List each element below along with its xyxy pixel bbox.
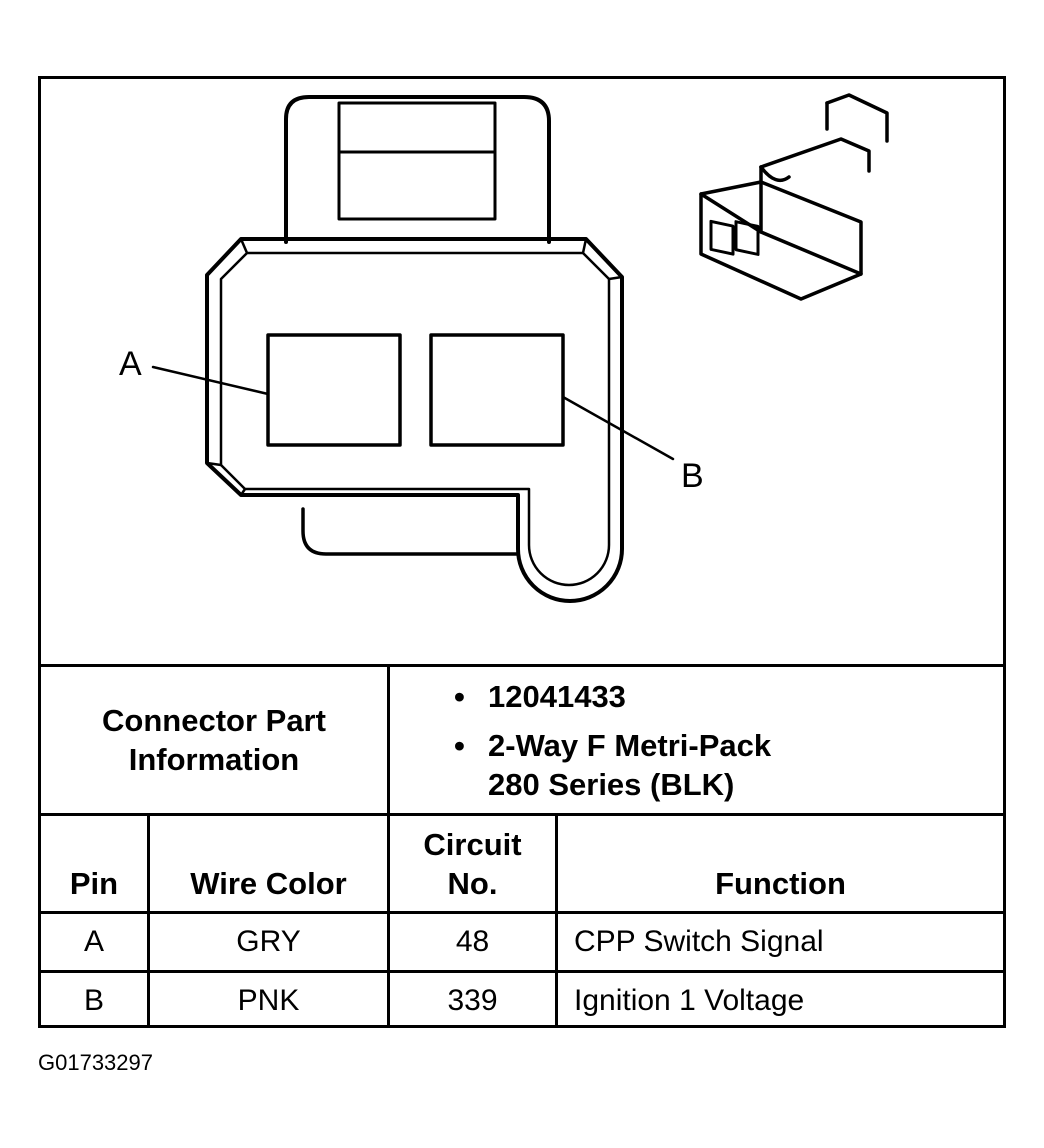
connector-frame: A B Connector Part Information • 1204143… bbox=[38, 76, 1006, 1028]
table-row-pin: B bbox=[83, 983, 104, 1017]
table-row-circuit-no: 339 bbox=[447, 983, 498, 1017]
divider bbox=[41, 970, 1003, 973]
list-item: • 2-Way F Metri-Pack 280 Series (BLK) bbox=[390, 726, 1003, 804]
table-row-pin: A bbox=[83, 925, 104, 958]
list-item: • 12041433 bbox=[390, 677, 1003, 716]
connector-description: 2-Way F Metri-Pack 280 Series (BLK) bbox=[488, 727, 772, 802]
divider bbox=[41, 664, 1003, 667]
divider bbox=[555, 813, 558, 1028]
connector-lock-window bbox=[337, 101, 497, 221]
connector-face-outline bbox=[205, 237, 624, 603]
header-wire-color: Wire Color bbox=[190, 866, 347, 901]
connector-drawing: A B bbox=[119, 93, 889, 603]
divider bbox=[387, 664, 390, 1028]
pin-b-leader bbox=[561, 395, 675, 461]
bullet-icon: • bbox=[454, 678, 465, 714]
pin-a-cavity bbox=[266, 333, 402, 447]
connector-info-list: • 12041433 • 2-Way F Metri-Pack 280 Seri… bbox=[390, 667, 1003, 813]
bullet-icon: • bbox=[454, 727, 465, 763]
callout-b-label: B bbox=[681, 457, 704, 495]
header-circuit-no: Circuit No. bbox=[423, 827, 522, 901]
divider bbox=[41, 813, 1003, 816]
connector-lock-tab bbox=[284, 95, 551, 244]
table-row-wire-color: PNK bbox=[237, 983, 300, 1017]
connector-info-label: Connector Part Information bbox=[102, 703, 326, 777]
table-row-function: CPP Switch Signal bbox=[574, 925, 824, 958]
table-row-function: Ignition 1 Voltage bbox=[574, 983, 805, 1017]
pin-a-leader bbox=[151, 365, 270, 396]
divider bbox=[147, 813, 150, 1028]
table-row-circuit-no: 48 bbox=[455, 925, 490, 958]
header-pin: Pin bbox=[69, 866, 119, 901]
header-function: Function bbox=[715, 866, 846, 901]
pin-b-cavity bbox=[429, 333, 565, 447]
connector-iso-icon bbox=[699, 93, 889, 301]
figure-id: G01733297 bbox=[38, 1050, 153, 1075]
divider bbox=[41, 911, 1003, 914]
callout-a-label: A bbox=[119, 345, 142, 383]
table-row-wire-color: GRY bbox=[236, 925, 301, 958]
part-number: 12041433 bbox=[488, 678, 626, 714]
